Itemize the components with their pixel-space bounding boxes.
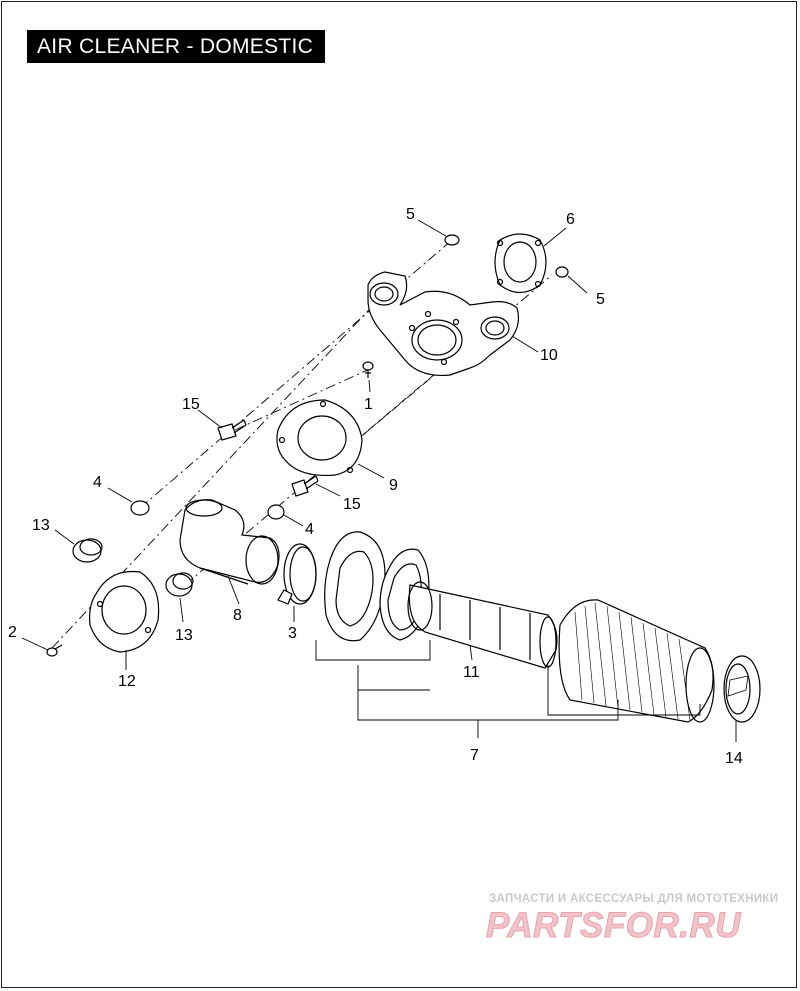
callout-4-right: 4 — [305, 521, 314, 538]
part-13-plug-upper — [72, 538, 103, 563]
callout-6: 6 — [566, 211, 575, 228]
part-10-mounting-bracket — [367, 271, 520, 377]
callout-4-left: 4 — [93, 474, 102, 491]
part-11-filter-element — [407, 581, 558, 669]
callout-14: 14 — [725, 750, 743, 767]
callout-12: 12 — [118, 673, 136, 690]
callout-13-upper: 13 — [32, 517, 50, 534]
part-15-bolt-lower — [291, 475, 319, 497]
part-12-cover-plate — [89, 570, 160, 653]
callout-5-right: 5 — [596, 291, 605, 308]
part-5-o-ring-top — [444, 234, 460, 246]
part-13-plug-lower — [165, 572, 194, 597]
part-4-o-ring-left — [130, 500, 150, 516]
callout-1: 1 — [364, 396, 373, 413]
callout-8: 8 — [233, 607, 242, 624]
callout-7: 7 — [470, 747, 479, 764]
part-4-o-ring-right — [267, 504, 285, 520]
callout-labels: 5 6 5 10 1 15 9 15 4 4 13 8 3 13 2 12 11… — [8, 206, 743, 767]
watermark-tagline: ЗАПЧАСТИ И АКСЕССУАРЫ ДЛЯ МОТОТЕХНИКИ — [489, 893, 779, 905]
callout-10: 10 — [540, 347, 558, 364]
part-2-screw — [46, 644, 63, 657]
part-7-cone-filter — [558, 599, 715, 723]
callout-9: 9 — [389, 477, 398, 494]
part-15-bolt-upper — [217, 419, 247, 441]
callout-15-lower: 15 — [343, 496, 361, 513]
diagram-title: AIR CLEANER - DOMESTIC — [27, 30, 326, 63]
part-1-screw — [362, 361, 374, 378]
part-8-elbow-tube — [179, 499, 280, 585]
callout-2: 2 — [8, 624, 17, 641]
callout-11: 11 — [463, 664, 480, 681]
part-6-gasket — [494, 233, 547, 294]
part-5-o-ring-right — [555, 266, 569, 278]
part-9-backplate-gasket — [276, 399, 363, 477]
callout-13-lower: 13 — [175, 627, 193, 644]
leader-lines — [21, 219, 737, 742]
watermark-brand-logo: PARTSFOR.RU — [485, 906, 742, 946]
part-7-backplate-ring — [324, 531, 386, 642]
callout-3: 3 — [288, 625, 297, 642]
part-14-end-cap — [723, 655, 761, 723]
part-3-hose-clamp — [277, 543, 317, 605]
callout-15-upper: 15 — [182, 396, 200, 413]
callout-5-top: 5 — [406, 206, 415, 223]
